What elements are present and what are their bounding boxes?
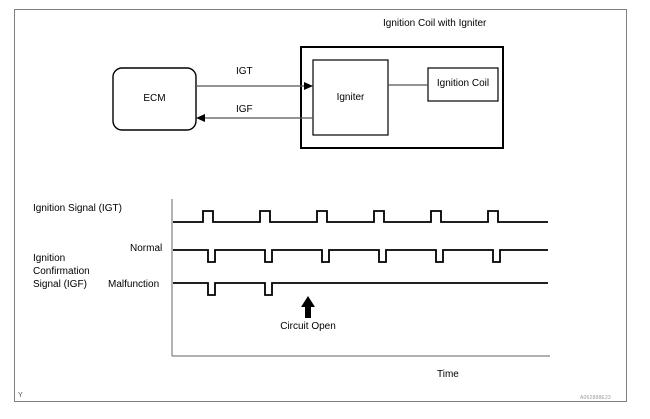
- ignition-coil-label: Ignition Coil: [436, 78, 490, 89]
- igf-malfunction-waveform-trace: [173, 282, 548, 296]
- circuit-open-annotation-label: Circuit Open: [280, 321, 336, 332]
- ecm-box: [112, 67, 197, 131]
- circuit-open-arrow-icon: [301, 296, 315, 318]
- ecm-label: ECM: [143, 93, 166, 104]
- igniter-label: Igniter: [336, 92, 365, 103]
- igf-row-label-line3: Signal (IGF): [33, 279, 87, 290]
- igniter-box: [312, 59, 389, 136]
- igf-row-label-line1: Ignition: [33, 253, 66, 264]
- igf-row-label-line2: Confirmation: [33, 266, 90, 277]
- igt-arrowhead-icon: [304, 82, 313, 90]
- malfunction-row-label: Malfunction: [108, 279, 160, 290]
- igf-arrowhead-icon: [196, 114, 205, 122]
- igf-signal-label: IGF: [236, 104, 253, 115]
- assembly-title: Ignition Coil with Igniter: [383, 18, 487, 29]
- igt-signal-label: IGT: [236, 66, 253, 77]
- igt-row-label: Ignition Signal (IGT): [33, 203, 122, 214]
- igf-normal-waveform-trace: [173, 249, 548, 263]
- igt-waveform-trace: [173, 210, 548, 223]
- figure-code: A062888E23: [580, 395, 611, 401]
- time-axis-label: Time: [437, 369, 459, 380]
- assembly-box: [300, 46, 504, 149]
- corner-marker: Y: [18, 392, 23, 399]
- normal-row-label: Normal: [130, 243, 163, 254]
- ignition-coil-box: [427, 67, 499, 102]
